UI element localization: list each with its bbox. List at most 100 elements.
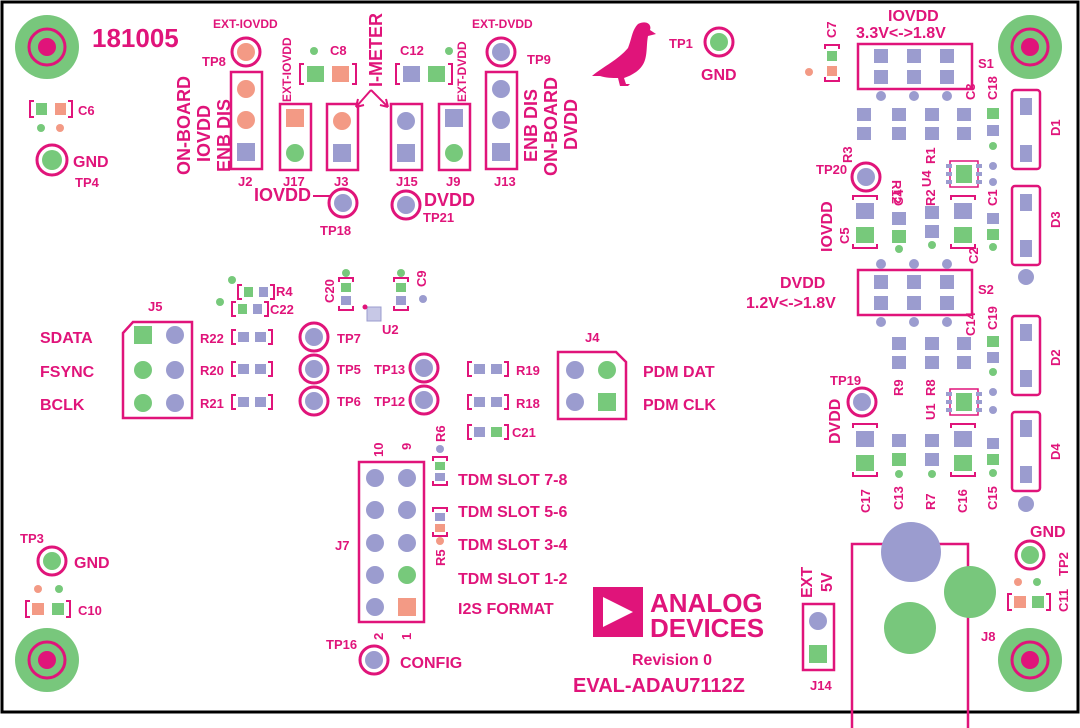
u4-chip <box>946 160 982 188</box>
tp19-label: TP19 <box>830 373 861 388</box>
ext-iovdd-top-label: EXT-IOVDD <box>213 17 278 31</box>
tp9-label: TP9 <box>527 52 551 67</box>
mount-hole-top-left <box>15 15 79 79</box>
c21-label: C21 <box>512 425 536 440</box>
tp19-testpoint <box>846 386 878 418</box>
j17-jumper <box>278 102 313 172</box>
d2-label: D2 <box>1048 349 1063 366</box>
j8-power-jack <box>850 522 996 728</box>
tp21-label: TP21 <box>423 210 454 225</box>
j13-jumper <box>484 70 519 171</box>
board-number: 181005 <box>92 23 179 53</box>
bclk-label: BCLK <box>40 397 85 414</box>
tp3-label: TP3 <box>20 531 44 546</box>
tp13-testpoint <box>408 352 440 384</box>
onboard-dvdd-line2: ON-BOARD <box>541 77 561 176</box>
j8-label: J8 <box>981 629 995 644</box>
c7-label: C7 <box>824 21 839 38</box>
tp6-testpoint <box>298 385 330 417</box>
revision-label: Revision 0 <box>632 652 712 669</box>
c19-label: C19 <box>985 306 1000 330</box>
tp9-testpoint <box>485 36 517 68</box>
ext-iovdd-side-label: EXT-IOVDD <box>280 37 294 102</box>
iovdd-range-line1: IOVDD <box>888 8 939 25</box>
iovdd-label: IOVDD <box>254 185 311 205</box>
tp1-gnd-label: GND <box>701 67 737 84</box>
tdm12-label: TDM SLOT 1-2 <box>458 571 567 588</box>
ext5v-line2: 5V <box>819 572 836 592</box>
tp3-testpoint <box>36 545 68 577</box>
analog-devices-logo <box>593 587 643 637</box>
u2-label: U2 <box>382 322 399 337</box>
tp1-testpoint <box>703 26 735 58</box>
mount-hole-top-right <box>998 15 1062 79</box>
j14-label: J14 <box>810 678 832 693</box>
c17-label: C17 <box>858 489 873 513</box>
sdata-label: SDATA <box>40 330 93 347</box>
pdm-dat-label: PDM DAT <box>643 364 715 381</box>
c20-label: C20 <box>322 279 337 303</box>
c9-label: C9 <box>414 270 429 287</box>
imeter-arrows <box>355 89 389 108</box>
tp18-testpoint <box>327 187 359 219</box>
j3-label: J3 <box>334 174 348 189</box>
r4-label: R4 <box>276 284 293 299</box>
d1-label: D1 <box>1048 119 1063 136</box>
d3-label: D3 <box>1048 211 1063 228</box>
c10-footprint <box>25 600 71 618</box>
c18-label: C18 <box>985 76 1000 100</box>
r6-footprint <box>432 456 448 486</box>
c6-label: C6 <box>78 103 95 118</box>
d2-diode <box>1010 314 1042 397</box>
tp21-testpoint <box>390 189 422 221</box>
c12-label: C12 <box>400 43 424 58</box>
r19-footprint <box>467 361 509 377</box>
tdm78-label: TDM SLOT 7-8 <box>458 472 567 489</box>
s2-switch <box>856 259 974 327</box>
j4-label: J4 <box>585 330 600 345</box>
c8-footprint <box>299 63 357 85</box>
r7-label: R7 <box>923 493 938 510</box>
onboard-dvdd-line3: DVDD <box>561 99 581 150</box>
tp4-label: TP4 <box>75 175 100 190</box>
j7-label: J7 <box>335 538 349 553</box>
dvdd-passives <box>892 336 999 414</box>
tp4-gnd-label: GND <box>73 154 109 171</box>
tp20-testpoint <box>850 161 882 193</box>
tp5-testpoint <box>298 353 330 385</box>
c11-label: C11 <box>1056 589 1071 612</box>
tp5-label: TP5 <box>337 362 361 377</box>
r5-footprint <box>432 507 448 537</box>
j9-jumper <box>437 102 472 172</box>
pin9-label: 9 <box>399 443 414 450</box>
j5-label: J5 <box>148 299 162 314</box>
tp6-label: TP6 <box>337 394 361 409</box>
r3-label: R3 <box>840 146 855 163</box>
c16-label: C16 <box>955 489 970 513</box>
onboard-iovdd-line3: ENB DIS <box>214 99 234 172</box>
j13-label: J13 <box>494 174 516 189</box>
c6-footprint <box>29 100 73 132</box>
iovdd-passives <box>857 108 999 186</box>
c22-footprint <box>231 301 269 317</box>
fsync-label: FSYNC <box>40 364 95 381</box>
iovdd-caps <box>852 195 999 253</box>
j9-label: J9 <box>446 174 460 189</box>
dvdd-range-line2: 1.2V<->1.8V <box>746 295 836 312</box>
iovdd-vertical-label: IOVDD <box>819 201 836 252</box>
c7-footprint <box>824 44 840 82</box>
d4-diode <box>1010 410 1042 493</box>
j4-header <box>556 350 628 421</box>
j7-header <box>357 460 426 624</box>
d1-diode <box>1010 88 1042 171</box>
r8-label: R8 <box>923 379 938 396</box>
c9-footprint <box>393 277 409 311</box>
c20-footprint <box>338 277 354 311</box>
tp2-label: TP2 <box>1056 552 1071 576</box>
tp20-label: TP20 <box>816 162 847 177</box>
r21-label: R21 <box>200 396 224 411</box>
c3-label: C3 <box>963 83 978 100</box>
pdm-clk-label: PDM CLK <box>643 397 716 414</box>
tp12-testpoint <box>408 384 440 416</box>
tp12-label: TP12 <box>374 394 405 409</box>
